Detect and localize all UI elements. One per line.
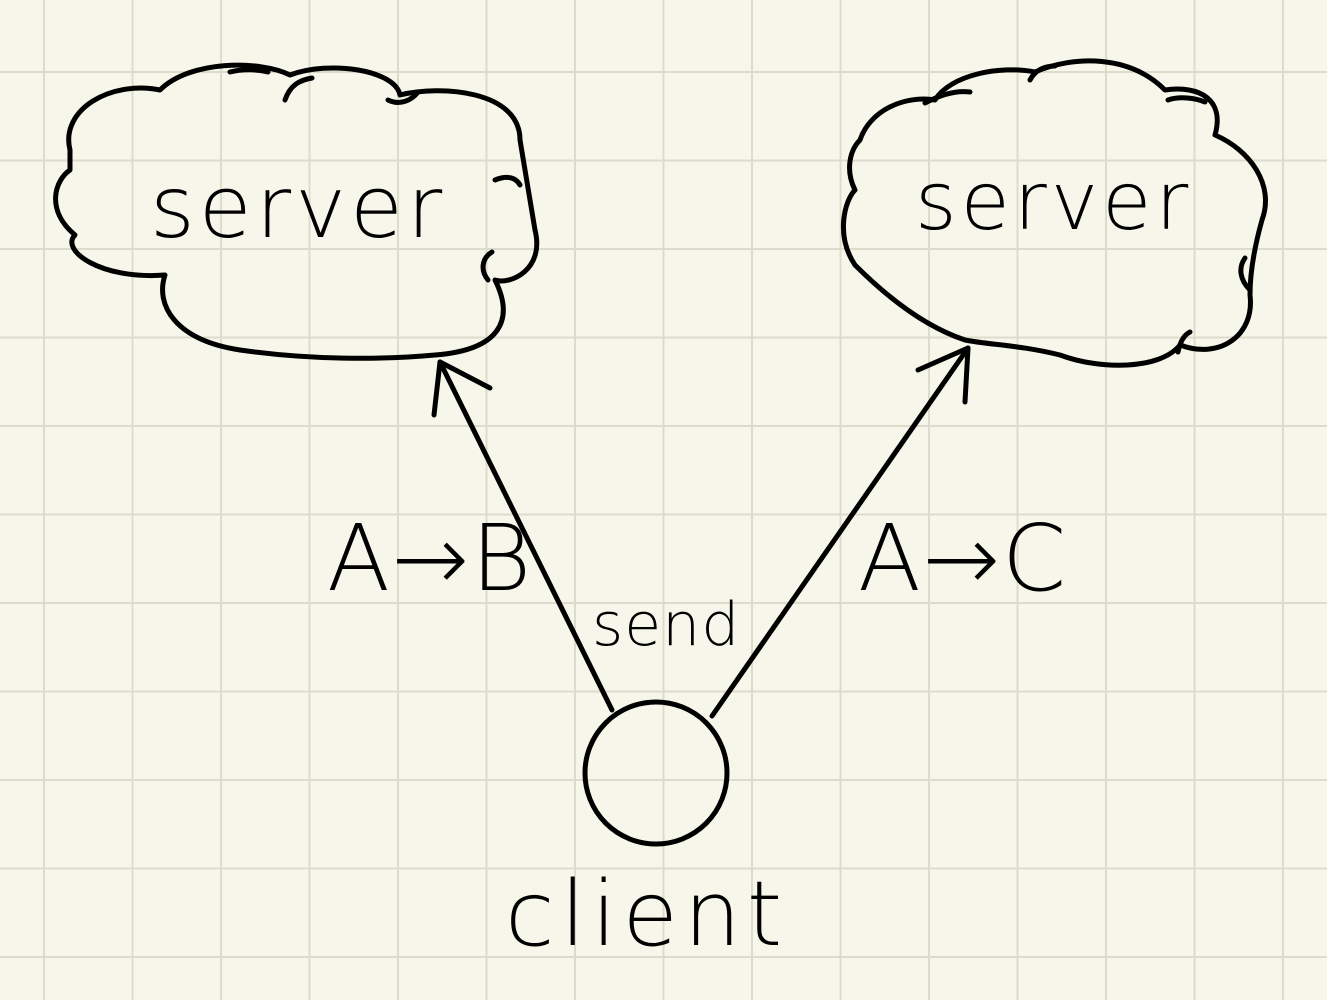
client-label: client: [505, 862, 789, 967]
send-label: send: [592, 590, 741, 660]
client-circle: [582, 699, 730, 847]
edge-left-label: A→B: [327, 505, 534, 612]
server-right-cloud-detail: [922, 63, 1253, 355]
server-left-cloud: [53, 62, 540, 361]
edge-to-server-left: [437, 359, 615, 713]
edge-to-server-right: [709, 345, 971, 719]
server-left-label: server: [150, 158, 447, 258]
arrowhead-left: [431, 359, 493, 418]
server-right-label: server: [915, 155, 1193, 248]
edge-right-label: A→C: [858, 505, 1069, 612]
server-left-cloud-detail: [227, 67, 523, 283]
arrowhead-right: [915, 345, 971, 405]
